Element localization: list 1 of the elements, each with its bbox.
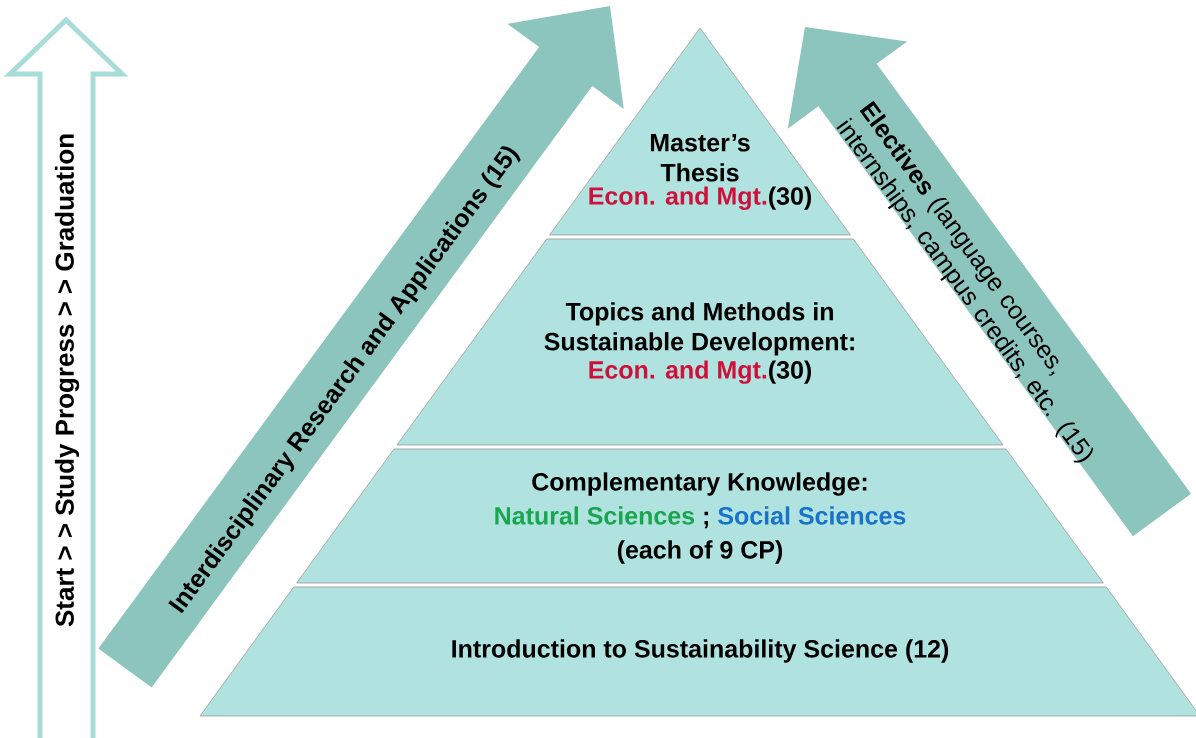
- pyramid-layer: Introduction to Sustainability Science (12): [199, 586, 1196, 717]
